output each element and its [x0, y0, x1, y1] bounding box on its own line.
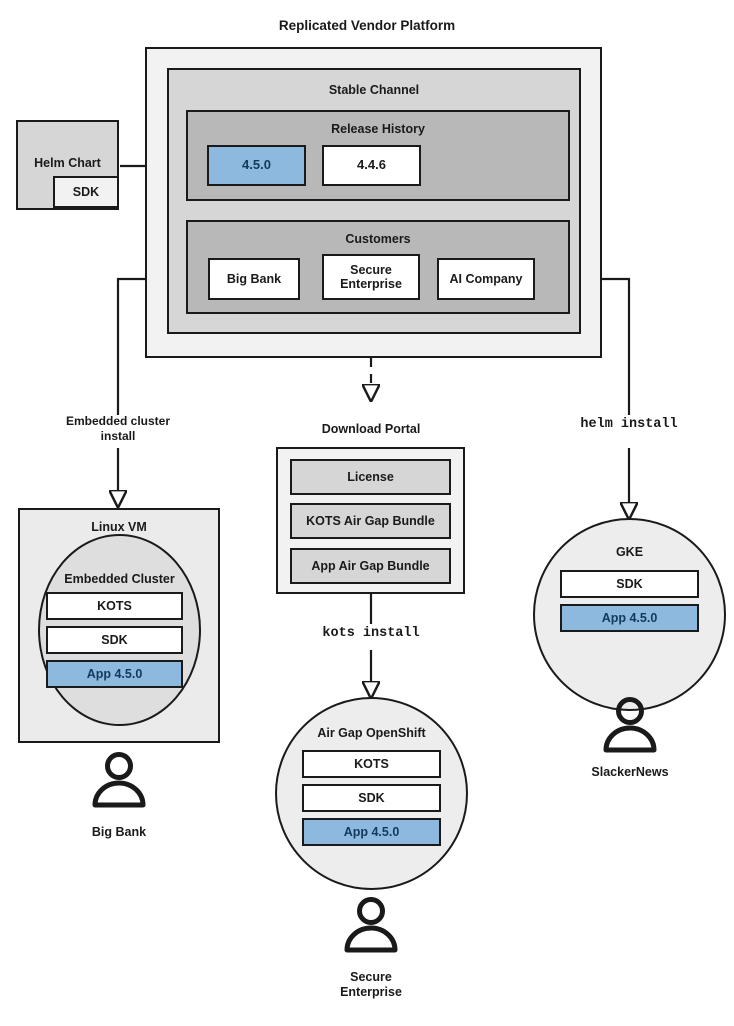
customers-title: Customers [345, 232, 411, 246]
gke-component-app[interactable]: App 4.5.0 [560, 604, 699, 632]
person-icon-slackernews [603, 697, 657, 753]
openshift-component-app[interactable]: App 4.5.0 [302, 818, 441, 846]
customer-label-big-bank: Big Bank [91, 825, 147, 839]
gke-title: GKE [615, 545, 644, 559]
flow-label-embedded-install: Embedded cluster install [65, 414, 171, 443]
linuxvm-component-app[interactable]: App 4.5.0 [46, 660, 183, 688]
release-history-title: Release History [331, 122, 425, 136]
airgap-openshift-title: Air Gap OpenShift [317, 726, 426, 740]
helm-chart-label: Helm Chart [34, 156, 101, 170]
customer-label-slackernews: SlackerNews [591, 765, 669, 779]
release-chip-446[interactable]: 4.4.6 [322, 145, 421, 186]
openshift-component-sdk[interactable]: SDK [302, 784, 441, 812]
linux-vm-title: Linux VM [91, 520, 147, 534]
portal-artifact-app-airgap-bundle[interactable]: App Air Gap Bundle [290, 548, 451, 584]
embedded-cluster-title: Embedded Cluster [64, 572, 175, 586]
customer-chip-big-bank[interactable]: Big Bank [208, 258, 300, 300]
person-icon-big-bank [92, 752, 146, 808]
flow-label-helm-install: helm install [580, 417, 678, 432]
gke-component-sdk[interactable]: SDK [560, 570, 699, 598]
release-chip-450[interactable]: 4.5.0 [207, 145, 306, 186]
portal-artifact-license[interactable]: License [290, 459, 451, 495]
person-icon-secure-enterprise [344, 897, 398, 953]
helm-chart-sdk-chip: SDK [53, 176, 119, 208]
diagram-title: Replicated Vendor Platform [278, 18, 456, 33]
portal-artifact-kots-airgap-bundle[interactable]: KOTS Air Gap Bundle [290, 503, 451, 539]
openshift-component-kots[interactable]: KOTS [302, 750, 441, 778]
stable-channel-title: Stable Channel [328, 83, 420, 97]
linuxvm-component-sdk[interactable]: SDK [46, 626, 183, 654]
linuxvm-component-kots[interactable]: KOTS [46, 592, 183, 620]
flow-label-kots-install: kots install [322, 626, 420, 641]
customer-chip-secure-enterprise[interactable]: Secure Enterprise [322, 254, 420, 300]
download-portal-title: Download Portal [321, 422, 421, 436]
customer-label-secure-enterprise: Secure Enterprise [340, 970, 402, 1000]
customer-chip-ai-company[interactable]: AI Company [437, 258, 535, 300]
